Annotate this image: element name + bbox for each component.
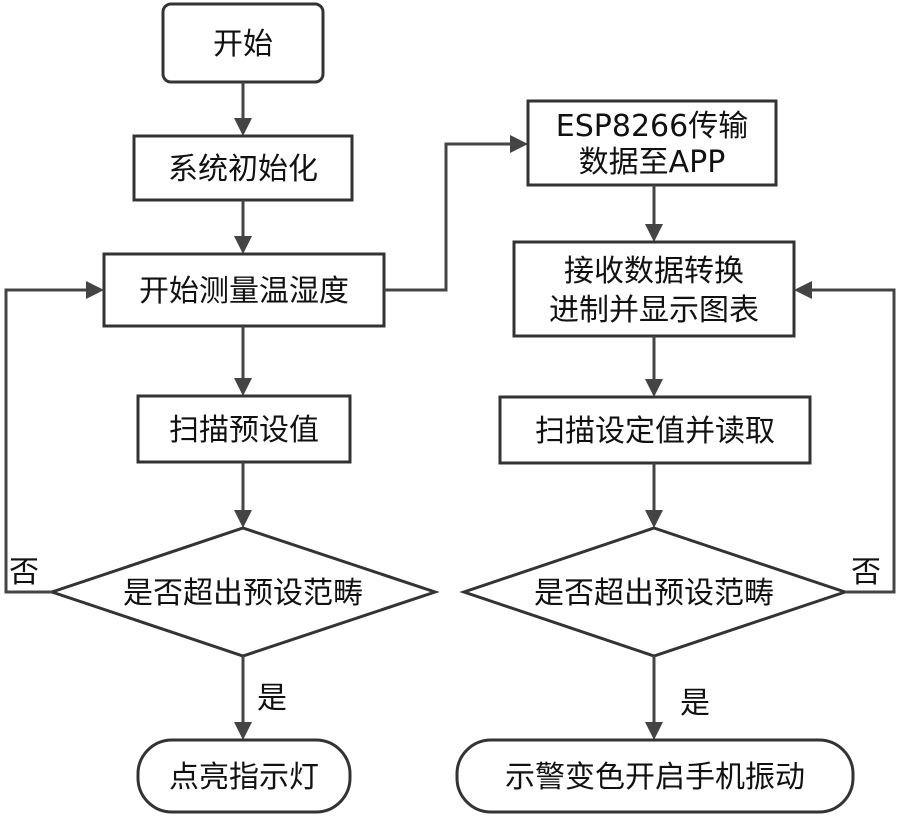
left-start-label: 开始 [213,27,273,62]
left-init-node: 系统初始化 [132,134,354,202]
arrow-left-yes [234,656,252,740]
left-decision-label: 是否超出预设范畴 [123,576,363,611]
left-end-node: 点亮指示灯 [136,738,352,814]
right-scan-label: 扫描设定值并读取 [535,414,775,449]
left-no-label: 否 [9,555,39,590]
right-end-node: 示警变色开启手机振动 [455,738,855,814]
arrow-measure-to-transmit [384,135,528,292]
arrow-right-yes [645,656,663,740]
right-scan-node: 扫描设定值并读取 [498,395,812,465]
right-decision-label: 是否超出预设范畴 [534,576,774,611]
left-scan-node: 扫描预设值 [136,394,352,464]
arrow-left-start-to-init [234,82,252,136]
arrow-left-measure-to-scan [234,326,252,396]
right-transmit-label-line1: ESP8266传输 [556,109,748,144]
arrow-right-receive-to-scan [645,336,663,397]
arrow-right-transmit-to-receive [645,185,663,242]
right-transmit-node: ESP8266传输 数据至APP [526,99,778,187]
arrow-left-scan-to-decision [234,462,252,528]
left-decision-node: 是否超出预设范畴 [47,526,440,658]
left-init-label: 系统初始化 [168,152,318,187]
arrow-left-init-to-measure [234,200,252,254]
left-measure-label: 开始测量温湿度 [139,274,349,309]
left-yes-label: 是 [257,681,287,716]
right-end-label: 示警变色开启手机振动 [505,760,805,795]
right-yes-label: 是 [680,686,710,721]
right-receive-label-line1: 接收数据转换 [564,254,744,289]
right-receive-node: 接收数据转换 进制并显示图表 [512,240,796,338]
right-decision-node: 是否超出预设范畴 [459,526,850,658]
right-no-label: 否 [851,555,881,590]
left-start-node: 开始 [161,2,325,84]
right-receive-label-line2: 进制并显示图表 [549,293,759,328]
left-measure-node: 开始测量温湿度 [102,252,386,328]
left-end-label: 点亮指示灯 [169,760,319,795]
arrow-right-no-loop [794,281,896,594]
right-transmit-label-line2: 数据至APP [579,145,726,180]
arrow-left-no-loop [4,281,104,594]
arrow-right-scan-to-decision [645,463,663,528]
left-scan-label: 扫描预设值 [169,413,319,448]
